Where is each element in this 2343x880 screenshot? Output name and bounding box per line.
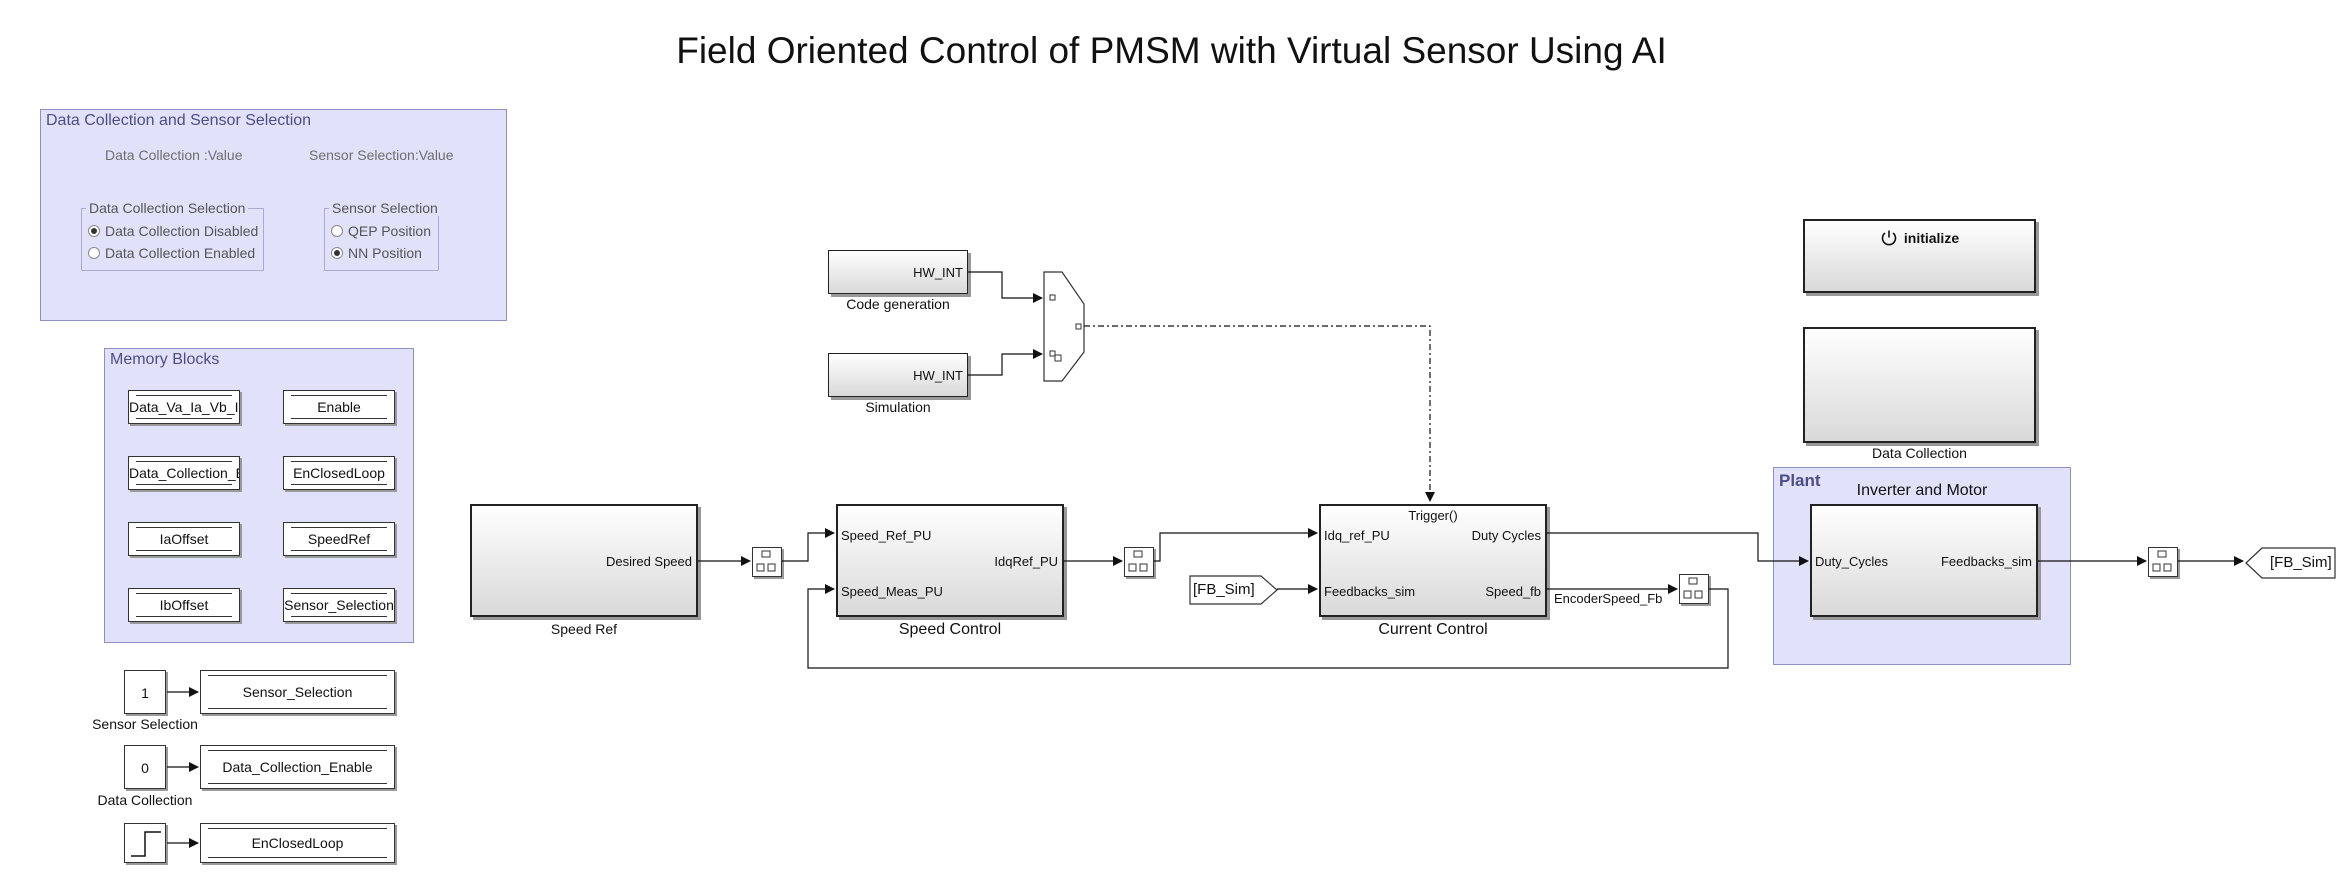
radio-data-collection-disabled[interactable]: Data Collection Disabled (88, 223, 258, 239)
memory-block[interactable]: Enable (283, 390, 395, 424)
idqref-pu-out-port: IdqRef_PU (994, 554, 1058, 569)
sensor-selection-radio-group: Sensor Selection QEP Position NN Positio… (324, 200, 441, 271)
speed-ref-block[interactable]: Desired Speed (470, 504, 698, 617)
speed-ref-label: Speed Ref (550, 621, 618, 637)
wire (782, 528, 835, 562)
speed-ref-pu-in-port: Speed_Ref_PU (841, 528, 932, 543)
code-generation-label: Code generation (846, 296, 950, 312)
step-icon (131, 831, 161, 857)
memory-block[interactable]: Sensor_Selection (283, 588, 395, 622)
initialize-label: initialize (1903, 230, 1960, 246)
sensor-selection-value-label: Sensor Selection:Value (309, 147, 454, 163)
current-control-block[interactable]: Trigger() Idq_ref_PU Feedbacks_sim Duty … (1319, 504, 1547, 617)
plant-title: Plant (1779, 471, 1821, 490)
fb-sim-from-tag[interactable] (1189, 575, 1279, 605)
trigger-port: Trigger() (1408, 508, 1458, 523)
enclosedloop-store-block[interactable]: EnClosedLoop (200, 823, 395, 863)
step-block[interactable] (124, 823, 166, 863)
data-collection-legend: Data Collection Selection (86, 200, 249, 216)
simulation-label: Simulation (865, 399, 931, 415)
sensor-selection-constant-label: Sensor Selection (92, 716, 198, 732)
memory-block[interactable]: Data_Va_Ia_Vb_Ib (128, 390, 240, 424)
data-collection-radio-group: Data Collection Selection Data Collectio… (81, 200, 264, 271)
data-collection-block[interactable] (1803, 327, 2036, 443)
speed-control-label: Speed Control (898, 621, 1002, 638)
trigger-wire (1084, 325, 1435, 502)
radio-data-collection-enabled[interactable]: Data Collection Enabled (88, 245, 255, 261)
sensor-selection-store-block[interactable]: Sensor_Selection (200, 670, 395, 714)
radio-selected-icon (331, 247, 343, 259)
current-control-label: Current Control (1378, 621, 1488, 638)
data-collection-block-label: Data Collection (1872, 445, 1967, 461)
memory-block[interactable]: IbOffset (128, 588, 240, 622)
power-icon (1881, 230, 1897, 246)
data-collection-constant[interactable]: 0 (124, 745, 166, 789)
duty-cycles-out-port: Duty Cycles (1471, 528, 1541, 543)
sensor-selection-legend: Sensor Selection (329, 200, 441, 216)
feedbacks-sim-out-port: Feedbacks_sim (1940, 554, 2032, 569)
data-collection-value-label: Data Collection :Value (105, 147, 243, 163)
radio-unselected-icon (88, 247, 100, 259)
radio-unselected-icon (331, 225, 343, 237)
wire (968, 349, 1043, 376)
fb-sim-goto-label: [FB_Sim] (2270, 554, 2332, 571)
hw-int-simulation-block[interactable]: HW_INT (828, 353, 968, 397)
encoder-speed-fb-signal-label: EncoderSpeed_Fb (1554, 591, 1663, 606)
hw-int-code-generation-block[interactable]: HW_INT (828, 250, 968, 294)
data-collection-store-block[interactable]: Data_Collection_Enable (200, 745, 395, 789)
inverter-motor-label: Inverter and Motor (1856, 482, 1988, 499)
wire (1547, 532, 1809, 566)
memory-block[interactable]: Data_Collection_Enable (128, 456, 240, 490)
panel-title: Memory Blocks (110, 351, 220, 368)
diagram-title: Field Oriented Control of PMSM with Virt… (676, 30, 1667, 71)
idq-ref-pu-in-port: Idq_ref_PU (1324, 528, 1390, 543)
speed-control-block[interactable]: Speed_Ref_PU Speed_Meas_PU IdqRef_PU (836, 504, 1064, 617)
duty-cycles-in-port: Duty_Cycles (1815, 554, 1888, 569)
panel-title: Data Collection and Sensor Selection (46, 112, 312, 129)
fb-sim-goto-tag[interactable] (2245, 547, 2337, 579)
wire (968, 271, 1043, 303)
speed-fb-out-port: Speed_fb (1485, 584, 1541, 599)
memory-block[interactable]: IaOffset (128, 522, 240, 556)
initialize-button[interactable]: initialize (1803, 219, 2036, 293)
data-collection-sensor-panel: Data Collection and Sensor Selection Dat… (40, 109, 507, 321)
feedback-wire (807, 584, 1729, 669)
wire (1154, 528, 1318, 562)
radio-nn-position[interactable]: NN Position (331, 245, 422, 261)
speed-meas-pu-in-port: Speed_Meas_PU (841, 584, 943, 599)
data-collection-constant-label: Data Collection (97, 792, 193, 808)
sensor-selection-constant[interactable]: 1 (124, 670, 166, 714)
radio-selected-icon (88, 225, 100, 237)
radio-qep-position[interactable]: QEP Position (331, 223, 431, 239)
inverter-and-motor-block[interactable]: Duty_Cycles Feedbacks_sim (1810, 504, 2038, 617)
desired-speed-out-port: Desired Speed (606, 554, 692, 569)
memory-block[interactable]: EnClosedLoop (283, 456, 395, 490)
feedbacks-sim-in-port: Feedbacks_sim (1324, 584, 1416, 599)
memory-block[interactable]: SpeedRef (283, 522, 395, 556)
fb-sim-from-label: [FB_Sim] (1193, 581, 1255, 598)
